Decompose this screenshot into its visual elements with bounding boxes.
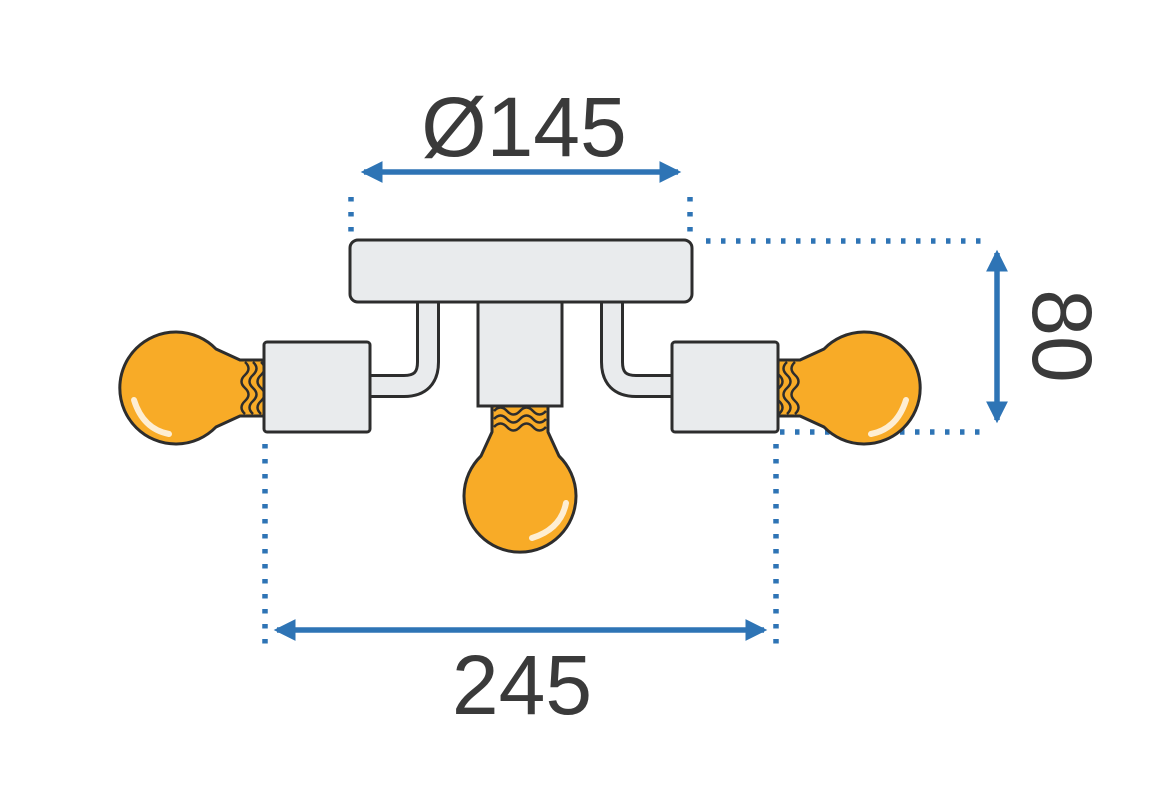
left-arm (364, 300, 440, 398)
center-bulb-icon (464, 404, 576, 552)
diameter-label: Ø145 (421, 80, 627, 174)
extension-lines (262, 197, 986, 645)
right-arm (600, 300, 678, 398)
ceiling-plate (348, 238, 694, 304)
right-socket (670, 340, 780, 434)
lamp-fixture (120, 238, 920, 552)
left-bulb-icon (120, 332, 268, 444)
width-label: 245 (452, 638, 592, 732)
center-column (476, 300, 564, 408)
height-label: 80 (1015, 289, 1109, 382)
right-bulb-icon (772, 332, 920, 444)
left-socket (262, 340, 372, 434)
height-dimension: 80 (986, 249, 1109, 424)
diameter-dimension: Ø145 (360, 80, 682, 183)
width-dimension: 245 (273, 619, 768, 732)
